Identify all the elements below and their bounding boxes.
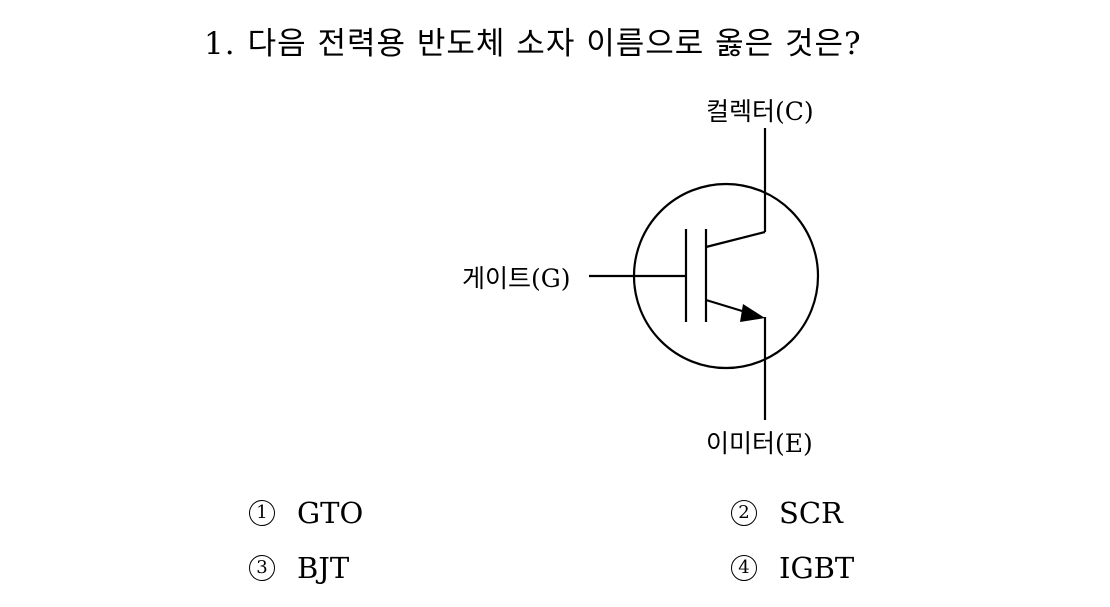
collector-diagonal: [705, 230, 766, 249]
option-text-1: GTO: [297, 496, 364, 530]
question-text: 다음 전력용 반도체 소자 이름으로 옳은 것은?: [247, 26, 862, 62]
option-text-3: BJT: [297, 551, 350, 585]
option-marker-3: 3: [249, 555, 275, 581]
option-marker-4: 4: [731, 555, 757, 581]
question-stem: 1. 다음 전력용 반도체 소자 이름으로 옳은 것은?: [204, 18, 862, 63]
answer-option-4[interactable]: 4 IGBT: [731, 551, 854, 585]
option-text-2: SCR: [779, 496, 843, 530]
answer-option-1[interactable]: 1 GTO: [249, 496, 363, 530]
answer-option-3[interactable]: 3 BJT: [249, 551, 349, 585]
answer-option-2[interactable]: 2 SCR: [731, 496, 843, 530]
gate-label: 게이트(G): [462, 264, 571, 293]
question-number: 1.: [204, 26, 236, 62]
option-text-4: IGBT: [779, 551, 855, 585]
emitter-label: 이미터(E): [706, 429, 813, 458]
collector-label: 컬렉터(C): [706, 97, 814, 126]
option-marker-2: 2: [731, 500, 757, 526]
emitter-arrow-icon: [740, 304, 765, 322]
option-marker-1: 1: [249, 500, 275, 526]
